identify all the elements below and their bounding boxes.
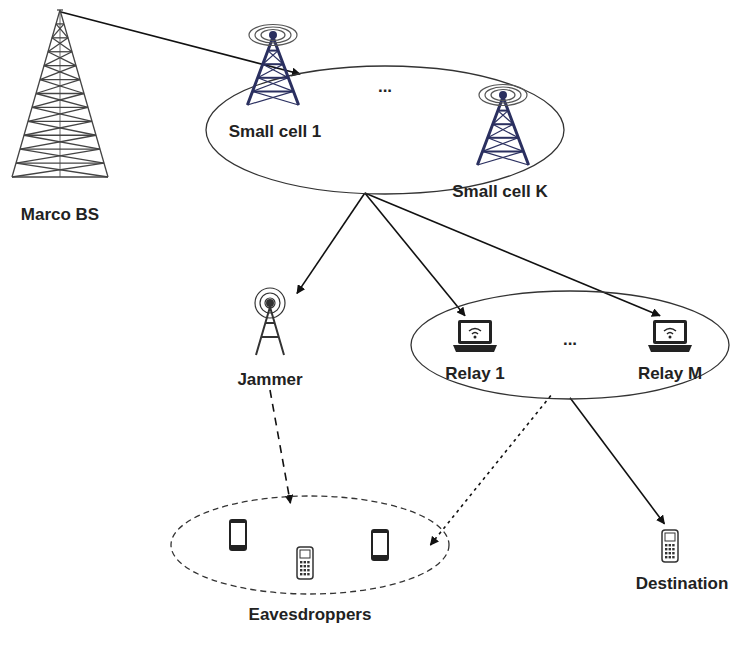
node-label: Destination [636, 575, 729, 594]
node-label: ... [563, 331, 577, 350]
node-label: Relay 1 [445, 365, 505, 384]
link-arrow [270, 390, 290, 503]
network-node: Destination [620, 520, 740, 595]
network-node: Marco BS [0, 5, 120, 230]
node-label: Eavesdroppers [249, 606, 372, 625]
network-node: ...Small cell 1Small cell K [205, 65, 565, 195]
network-node: Relay 1 [435, 308, 515, 385]
link-arrow [297, 193, 365, 293]
network-node: Small cell 1 [225, 25, 325, 140]
node-label: Relay M [638, 365, 702, 384]
network-node: ... Relay 1 Relay M [410, 290, 730, 400]
network-node: Small cell K [445, 85, 555, 200]
link-arrow [365, 193, 465, 316]
node-label: Marco BS [21, 206, 99, 225]
network-node: Relay M [630, 308, 710, 385]
node-icon [0, 5, 120, 230]
link-arrow [430, 396, 550, 545]
node-label: Small cell K [452, 183, 547, 202]
node-label: Jammer [237, 371, 302, 390]
network-node: Jammer [225, 285, 315, 390]
node-label: ... [378, 78, 392, 97]
network-node: Eavesdroppers [170, 495, 450, 630]
link-arrow [365, 193, 660, 316]
node-label: Small cell 1 [229, 123, 322, 142]
link-arrow [570, 398, 664, 524]
